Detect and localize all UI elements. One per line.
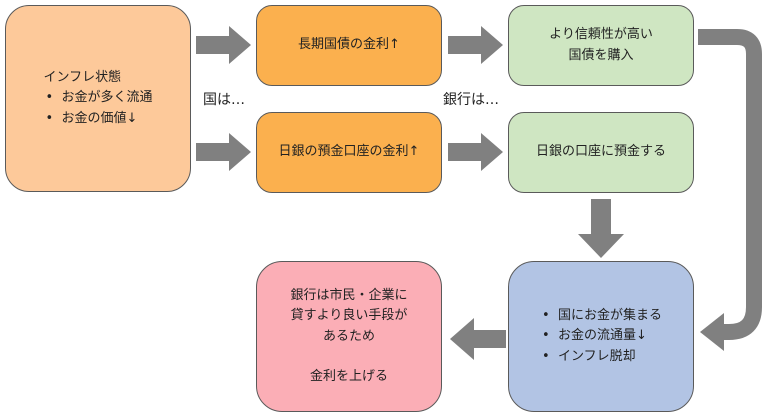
boj-deposit-rate-text: 日銀の預金口座の金利↑	[278, 144, 420, 160]
conclusion-line-1: 銀行は市民・企業に	[290, 288, 408, 304]
result-bullet-1: 国にお金が集まる	[540, 306, 662, 326]
conclusion-line-2: 貸すより良い手段が	[290, 308, 408, 324]
arrow-inflation-to-bond-rate	[196, 26, 251, 64]
arrow-buy-to-result	[698, 29, 762, 340]
bank-label: 銀行は…	[443, 92, 499, 108]
arrow-deposit-to-result	[578, 199, 624, 258]
conclusion-line-3: あるため	[322, 328, 375, 344]
buy-bonds-line-2: 国債を購入	[568, 47, 634, 63]
long-bond-rate-box: 長期国債の金利↑	[256, 5, 442, 86]
deposit-boj-box: 日銀の口座に預金する	[508, 112, 694, 193]
conclusion-line-4: 金利を上げる	[309, 368, 388, 384]
arrow-result-to-conclusion	[450, 318, 506, 360]
result-box: 国にお金が集まる お金の流通量↓ インフレ脱却	[508, 261, 694, 412]
long-bond-rate-text: 長期国債の金利↑	[298, 37, 400, 53]
buy-bonds-box: より信頼性が高い 国債を購入	[508, 5, 694, 86]
buy-bonds-line-1: より信頼性が高い	[549, 27, 653, 43]
inflation-bullet-2: お金の価値↓	[43, 109, 152, 129]
deposit-boj-text: 日銀の口座に預金する	[535, 144, 666, 160]
result-bullet-2: お金の流通量↓	[540, 326, 662, 346]
boj-deposit-rate-box: 日銀の預金口座の金利↑	[256, 112, 442, 193]
conclusion-box: 銀行は市民・企業に 貸すより良い手段が あるため 金利を上げる	[256, 261, 442, 412]
arrow-inflation-to-boj-rate	[196, 133, 251, 171]
arrow-bond-rate-to-buy	[448, 26, 503, 64]
country-label: 国は…	[203, 92, 245, 108]
inflation-title: インフレ状態	[43, 70, 122, 86]
result-bullet-3: インフレ脱却	[540, 347, 662, 367]
arrow-boj-rate-to-deposit	[448, 133, 503, 171]
inflation-bullet-1: お金が多く流通	[43, 88, 152, 108]
inflation-box: インフレ状態 お金が多く流通 お金の価値↓	[5, 5, 191, 192]
arrowhead-buy-to-result	[700, 313, 724, 351]
